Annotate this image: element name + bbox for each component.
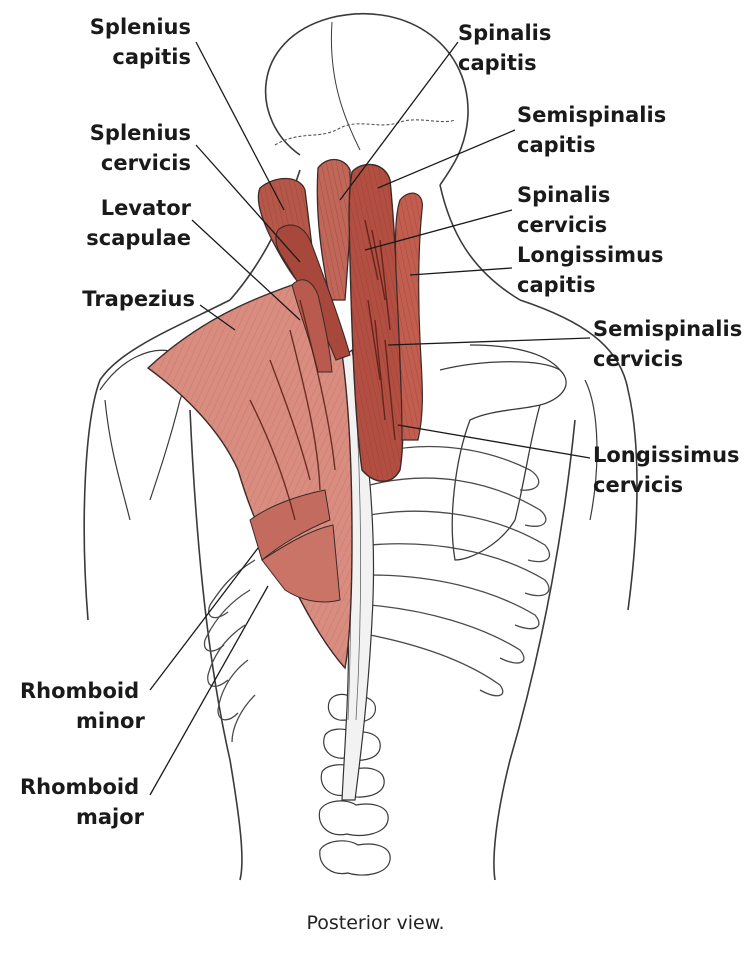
skull-suture [275, 120, 455, 145]
leader-longissimus-capitis [410, 268, 512, 275]
leader-splenius-capitis [196, 42, 284, 210]
leader-rhomboid-major [150, 586, 268, 795]
leader-longissimus-cervicis [398, 425, 590, 458]
leader-rhomboid-minor [150, 548, 258, 690]
leader-semispinalis-capitis [378, 130, 515, 188]
figure-caption: Posterior view. [0, 912, 751, 934]
leader-spinalis-capitis [340, 42, 458, 200]
label-trapezius: Trapezius [82, 284, 195, 314]
